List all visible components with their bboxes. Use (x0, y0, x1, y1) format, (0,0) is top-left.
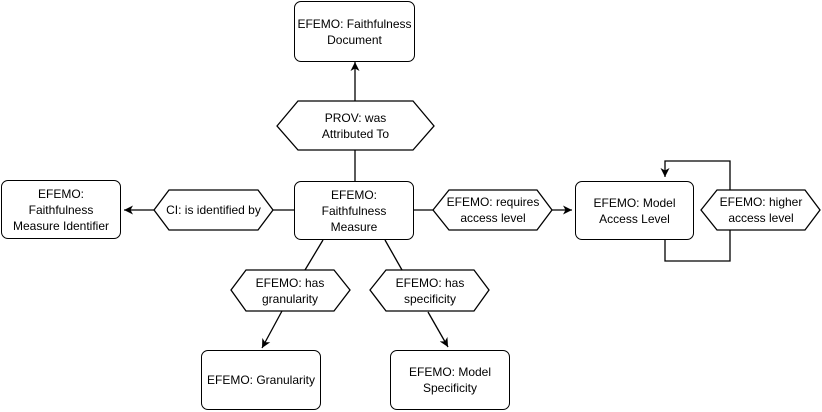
node-granularity-label: EFEMO: Granularity (206, 373, 316, 387)
relation-requires-access-level-label: EFEMO: requires access level (446, 195, 540, 225)
hexagon-requires-access-level (432, 189, 553, 231)
hexagon-was-attributed-to (276, 100, 435, 151)
relation-was-attributed-to: PROV: was Attributed To (298, 101, 413, 150)
node-model-specificity: EFEMO: Model Specificity (390, 350, 510, 410)
node-faithfulness-document: EFEMO: Faithfulness Document (294, 1, 415, 62)
hexagon-is-identified-by (153, 189, 274, 231)
node-measure-identifier: EFEMO: Faithfulness Measure Identifier (1, 180, 121, 239)
relation-was-attributed-to-label: PROV: was Attributed To (321, 110, 390, 141)
relation-has-granularity-label: EFEMO: has granularity (255, 275, 325, 306)
edge-granularity-lower (261, 310, 283, 349)
relation-is-identified-by-label: CI: is identified by (166, 203, 261, 217)
edge-specificity-upper (384, 239, 403, 271)
node-model-access-level: EFEMO: Model Access Level (575, 181, 694, 240)
node-model-access-level-label: EFEMO: Model Access Level (593, 195, 676, 226)
relation-higher-access-level: EFEMO: higher access level (714, 190, 808, 230)
relation-requires-access-level: EFEMO: requires access level (441, 190, 545, 230)
relation-has-specificity-label: EFEMO: has specificity (395, 275, 465, 306)
hexagon-has-granularity (230, 269, 351, 312)
relation-higher-access-level-label: EFEMO: higher access level (719, 195, 803, 225)
node-faithfulness-document-label: EFEMO: Faithfulness Document (297, 16, 412, 47)
relation-has-granularity: EFEMO: has granularity (246, 270, 334, 311)
hexagon-higher-access-level (700, 189, 821, 231)
node-faithfulness-measure-label: EFEMO: Faithfulness Measure (321, 187, 387, 234)
node-measure-identifier-label: EFEMO: Faithfulness Measure Identifier (12, 186, 110, 233)
node-faithfulness-measure: EFEMO: Faithfulness Measure (294, 181, 414, 240)
relation-has-specificity: EFEMO: has specificity (386, 270, 474, 311)
hexagon-has-specificity (369, 269, 490, 312)
node-granularity: EFEMO: Granularity (201, 350, 321, 410)
relation-is-identified-by: CI: is identified by (162, 190, 265, 230)
edge-granularity-upper (304, 239, 324, 271)
node-model-specificity-label: EFEMO: Model Specificity (408, 365, 492, 395)
edge-specificity-lower (427, 311, 449, 348)
